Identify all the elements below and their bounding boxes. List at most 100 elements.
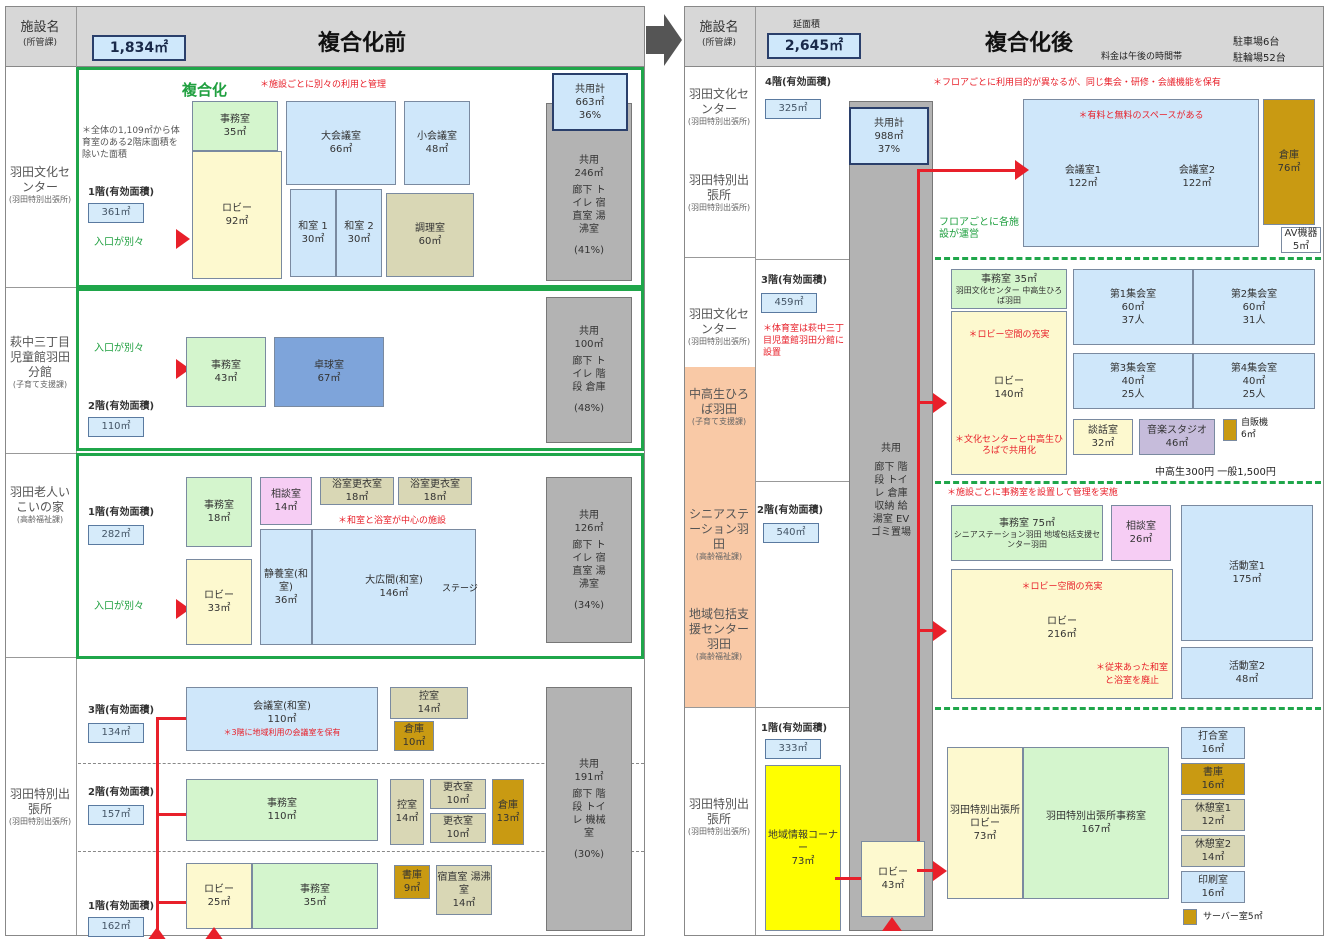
facility-jido: 萩中三丁目児童館羽田分館(子育て支援課) — [9, 335, 70, 389]
floor-label: 2階(有効面積) — [757, 505, 824, 516]
floor-label: 3階(有効面積) — [88, 705, 155, 716]
title-after: 複合化後 — [985, 31, 1074, 56]
area-caption: 延面積 — [793, 20, 821, 30]
floor-label: 2階(有効面積) — [88, 787, 155, 798]
total-note: ＊全体の1,109㎡から体育室のある2階床面積を除いた面積 — [82, 126, 180, 160]
server-label: サーバー室5㎡ — [1203, 912, 1263, 922]
after-panel: 施設名(所管課) 延面積 2,645㎡ 複合化後 料金は午後の時間帯 駐車場6台… — [684, 6, 1324, 936]
entry-note: 入口が別々 — [94, 601, 144, 612]
floor-label: 1階(有効面積) — [761, 723, 828, 734]
floor-area: 333㎡ — [765, 739, 821, 759]
total-area-before: 1,834㎡ — [92, 35, 186, 61]
floor-area: 157㎡ — [88, 805, 144, 825]
floor-label: 1階(有効面積) — [88, 187, 155, 198]
bikes: 駐輪場52台 — [1233, 53, 1286, 64]
rojin-note: ＊和室と浴室が中心の施設 — [338, 516, 447, 526]
stage-label: ステージ — [442, 584, 478, 594]
hours-note: 料金は午後の時間帯 — [1101, 52, 1183, 62]
facility-d: 中高生ひろば羽田(子育て支援課) — [688, 387, 749, 426]
facility-label: 施設名(所管課) — [20, 20, 60, 49]
fee-note: 中高生300円 一般1,500円 — [1155, 467, 1276, 478]
transition-arrow-icon — [646, 14, 682, 66]
facility-f: 地域包括支援センター羽田(高齢福祉課) — [688, 607, 749, 661]
entry-note: 入口が別々 — [94, 343, 144, 354]
floor-area: 325㎡ — [765, 99, 821, 119]
facility-a: 羽田文化センター(羽田特別出張所) — [687, 87, 751, 126]
floor-label: 1階(有効面積) — [88, 507, 155, 518]
floor-area: 110㎡ — [88, 417, 144, 437]
room-meeting: 会議室(和室)110㎡＊3階に地域利用の会議室を保有 — [186, 687, 378, 751]
floor-area: 134㎡ — [88, 723, 144, 743]
floor-label: 4階(有効面積) — [765, 77, 832, 88]
facility-bunka: 羽田文化センター(羽田特別出張所) — [8, 165, 72, 204]
room-vend-swatch — [1223, 419, 1237, 441]
room-meeting-f4: ＊有料と無料のスペースがある — [1023, 99, 1259, 247]
room-quiet: 静養室(和室)36㎡ — [260, 529, 312, 645]
f4-note: ＊フロアごとに利用目的が異なるが、同じ集会・研修・会議機能を保有 — [933, 78, 1221, 88]
f2-note: ＊施設ごとに事務室を設置して管理を実施 — [947, 488, 1118, 498]
f3-note: ＊体育室は萩中三丁目児童館羽田分館に設置 — [763, 324, 845, 358]
room-hall: 大広間(和室)146㎡ — [312, 529, 476, 645]
facility-c: 羽田文化センター(羽田特別出張所) — [687, 307, 751, 346]
facility-g: 羽田特別出張所(羽田特別出張所) — [687, 797, 751, 836]
floor-area: 361㎡ — [88, 203, 144, 223]
total-area-after: 2,645㎡ — [767, 33, 861, 59]
common-core: 共用廊下 階段 トイレ 倉庫 収納 給湯室 EV ゴミ置場 — [849, 101, 933, 931]
parking: 駐車場6台 — [1233, 37, 1280, 48]
facility-shutcho: 羽田特別出張所(羽田特別出張所) — [8, 787, 72, 826]
title-before: 複合化前 — [318, 31, 407, 56]
complex-note: ＊施設ごとに別々の利用と管理 — [260, 80, 387, 90]
floor-label: 1階(有効面積) — [88, 901, 155, 912]
